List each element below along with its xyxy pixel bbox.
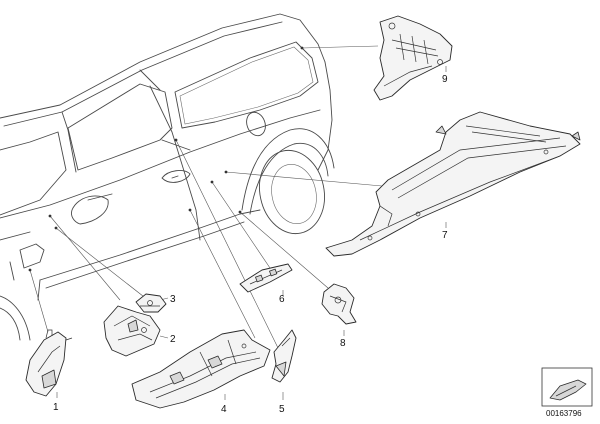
catalog-number: 00163796 [546, 409, 582, 418]
part-5-trim-piece [271, 329, 297, 383]
leader-line-2 [49, 215, 121, 301]
part-3-bracket [135, 293, 167, 313]
leader-line-3 [55, 227, 149, 301]
callout-1: 1 [53, 402, 59, 413]
leader-line-5 [175, 139, 281, 353]
part-2-bracket [103, 305, 161, 357]
callout-9: 9 [442, 74, 448, 85]
callout-6: 6 [279, 294, 285, 305]
part-1-end-cap [25, 329, 73, 397]
callout-2: 2 [170, 334, 176, 345]
leader-line-9 [301, 45, 379, 49]
catalog-box: 00163796 [541, 367, 593, 418]
callout-7: 7 [442, 230, 448, 241]
callout-5: 5 [279, 404, 285, 415]
car-body-outline [0, 13, 335, 341]
part-4-floor-trim [131, 329, 271, 409]
part-9-trim-bracket [373, 15, 453, 101]
callout-labels: 1 2 3 4 5 6 7 8 9 [53, 74, 448, 415]
leader-line-6 [211, 181, 271, 269]
part-6-clip [239, 263, 293, 293]
callout-8: 8 [340, 338, 346, 349]
callout-3: 3 [170, 294, 176, 305]
part-8-bracket [321, 283, 357, 325]
leader-line-8 [239, 211, 329, 289]
leader-lines [28, 45, 447, 400]
callout-4: 4 [221, 404, 227, 415]
leader-line-4 [189, 209, 256, 339]
leader-line-7 [225, 171, 383, 187]
part-7-rocker-trim [325, 111, 581, 257]
leader-line-1 [29, 269, 49, 333]
